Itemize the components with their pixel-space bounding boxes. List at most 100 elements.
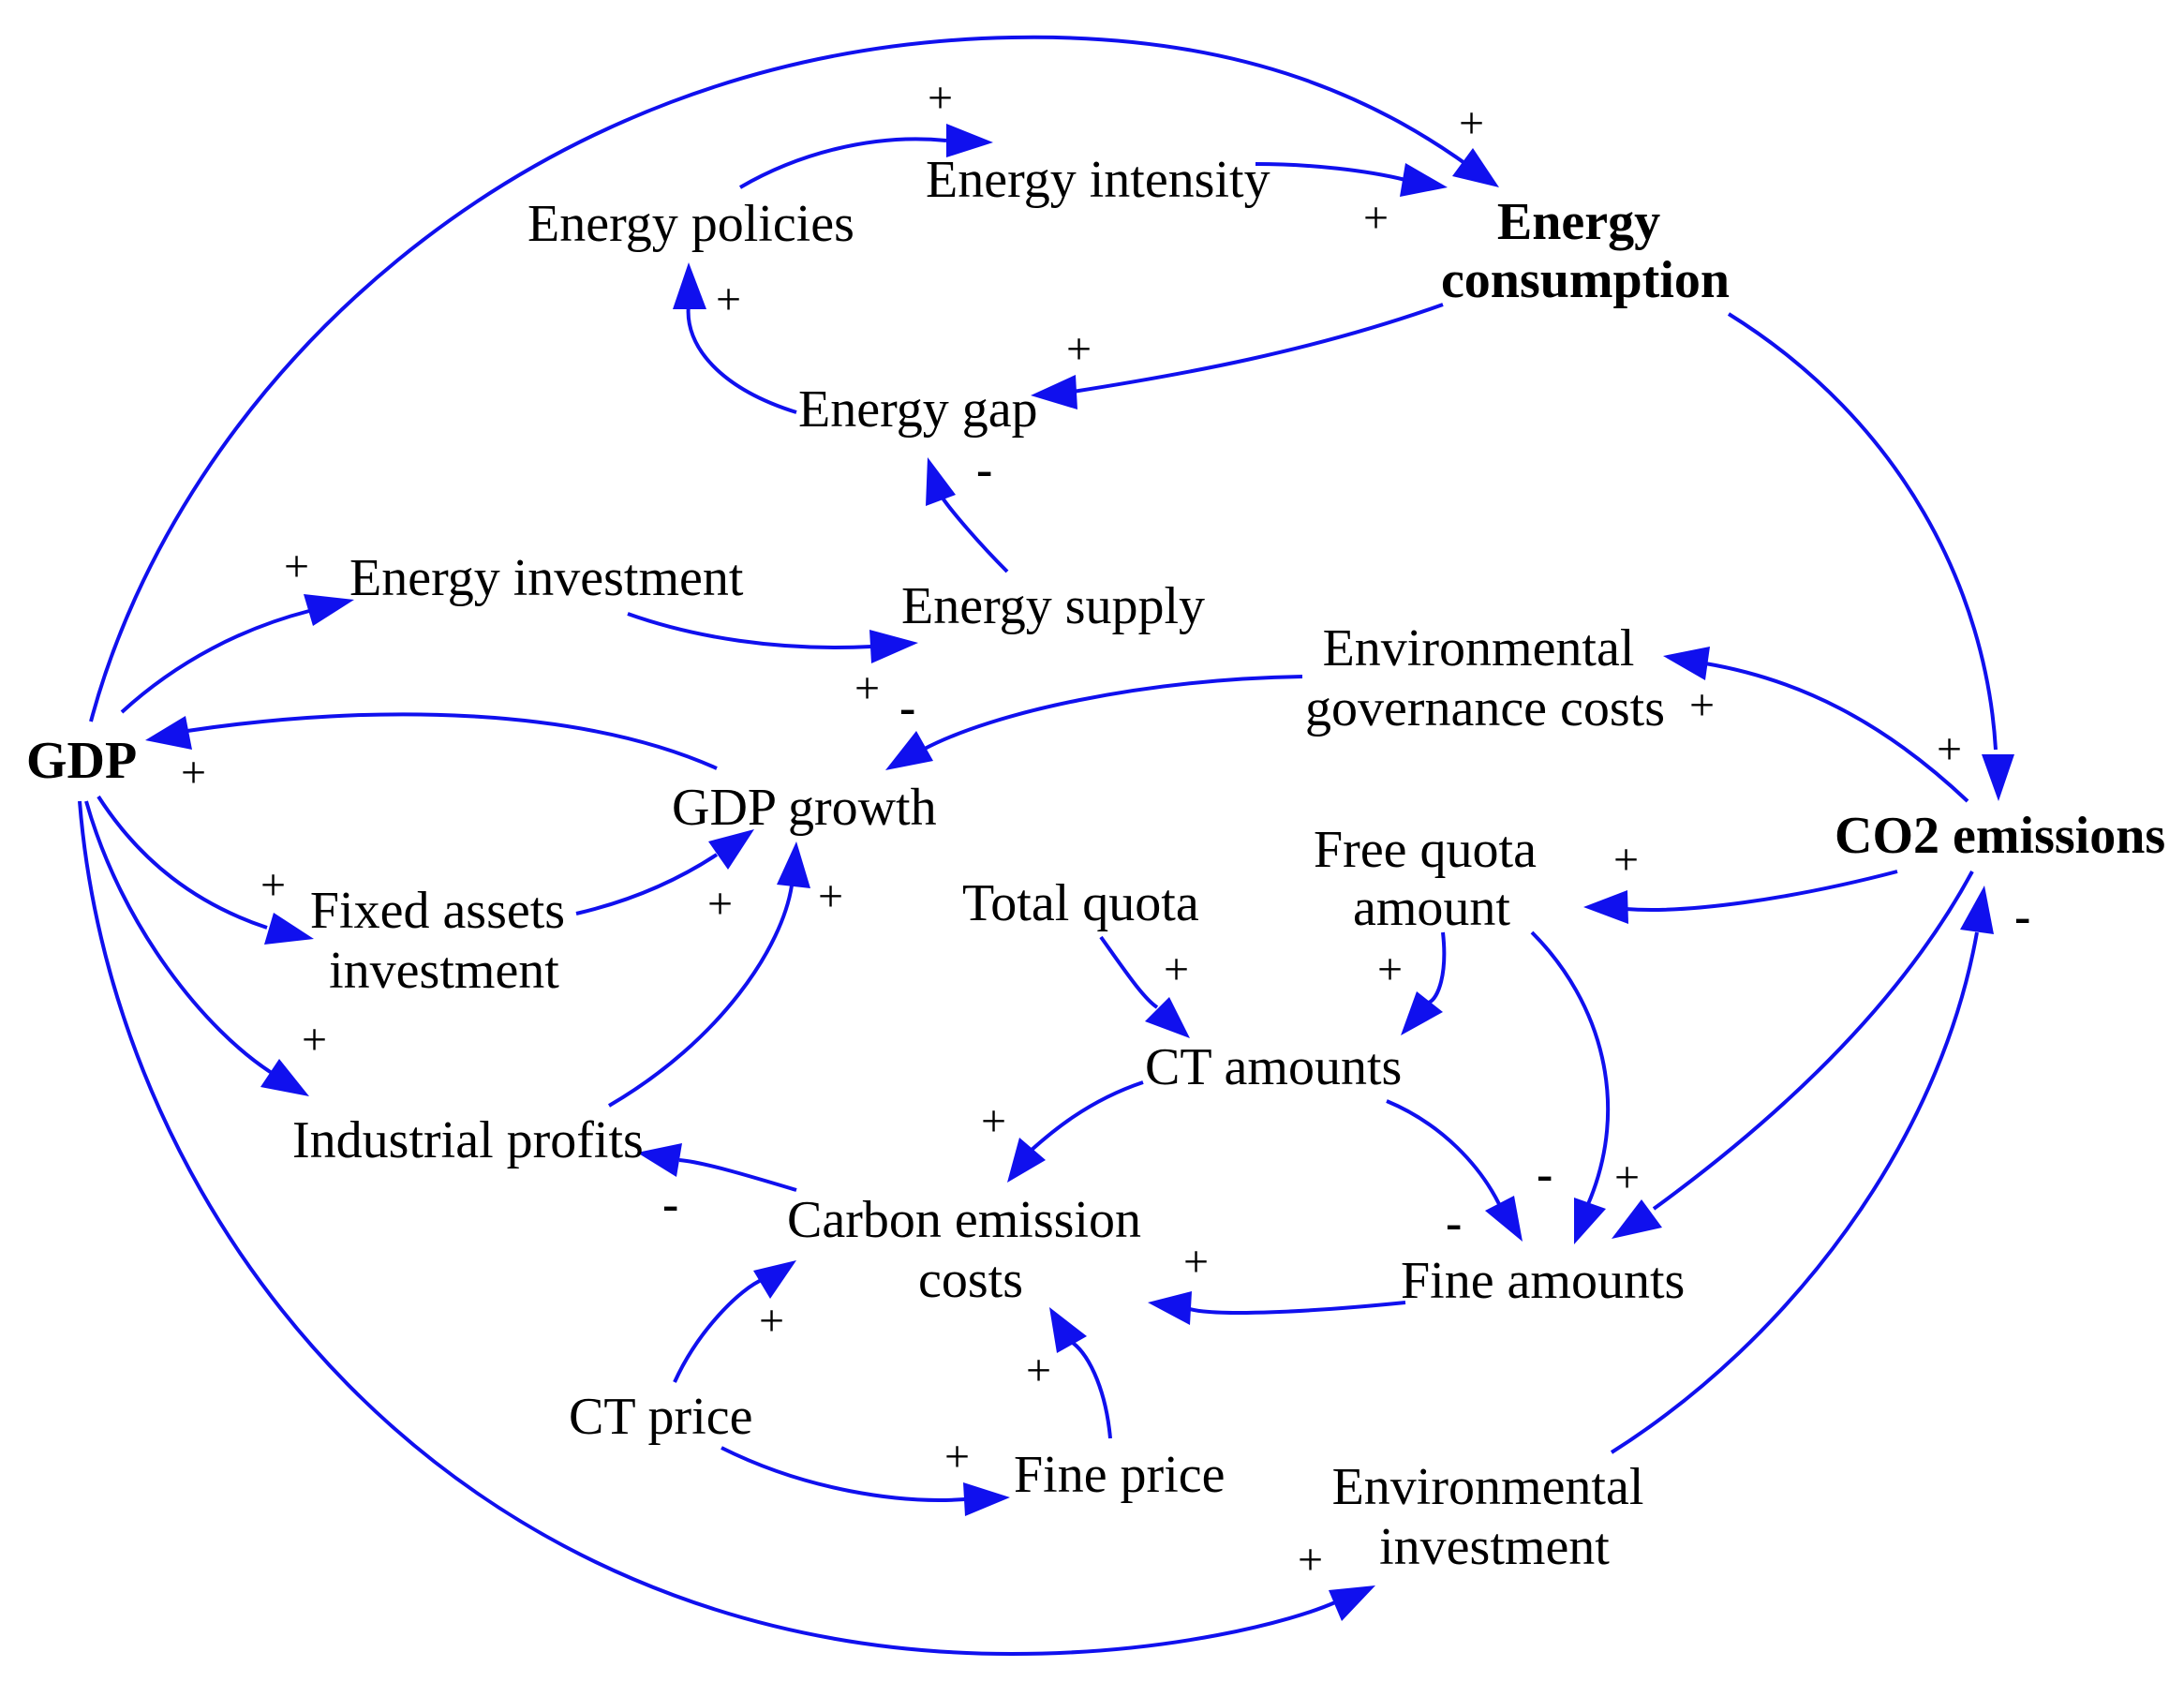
edge-gdp-env-investment [78, 800, 1336, 1657]
polarity-plus: + [1614, 1153, 1640, 1202]
node-environmental-investment: Environmental investment [1332, 1458, 1657, 1576]
node-ct-price: CT price [569, 1388, 752, 1446]
edge-gdp-fixed-assets [97, 795, 268, 930]
polarity-minus: - [662, 1178, 678, 1231]
arrowhead [1612, 1199, 1662, 1239]
polarity-minus: - [1446, 1197, 1462, 1250]
arrowhead [1663, 647, 1710, 680]
edge-gdp-energy-investment [120, 609, 310, 714]
polarity-plus: + [1937, 724, 1962, 774]
node-gdp: GDP [26, 732, 137, 790]
polarity-plus: + [1026, 1346, 1051, 1395]
polarity-plus: + [1363, 193, 1389, 243]
arrowhead [946, 124, 993, 157]
node-total-quota: Total quota [962, 874, 1199, 932]
arrowhead [673, 262, 706, 309]
node-gdp-growth: GDP growth [672, 779, 937, 837]
polarity-plus: + [260, 860, 286, 910]
arrowhead [1031, 375, 1077, 409]
polarity-minus: - [976, 443, 992, 497]
polarity-plus: + [707, 879, 733, 929]
edge-co2-fine-amounts [1652, 871, 1974, 1211]
polarity-minus: - [1537, 1148, 1553, 1201]
polarity-plus: + [181, 748, 206, 797]
edge-ct-price-carbon-costs [673, 1277, 765, 1383]
edge-energy-consumption-energy-gap [1072, 303, 1444, 394]
polarity-plus: + [302, 1015, 327, 1064]
arrowhead [637, 1143, 682, 1177]
arrowhead [1982, 754, 2014, 801]
edge-ct-price-fine-price [721, 1446, 966, 1502]
arrowhead [1148, 1291, 1192, 1325]
arrowhead [869, 630, 918, 663]
edge-fine-price-carbon-costs [1066, 1338, 1112, 1439]
node-environmental-governance-costs: Environmental governance costs [1305, 619, 1665, 737]
node-energy-consumption: Energy consumption [1441, 193, 1730, 309]
edge-env-governance-costs-gdp-growth [922, 675, 1303, 752]
node-carbon-emission-costs: Carbon emission costs [787, 1191, 1154, 1309]
edge-fine-amounts-carbon-costs [1189, 1301, 1406, 1315]
arrowhead [1583, 890, 1628, 924]
edge-gdp-growth-gdp [186, 712, 718, 770]
edge-energy-policies-energy-intensity [738, 137, 947, 189]
arrowhead [1485, 1196, 1523, 1242]
edge-gdp-industrial-profits [84, 800, 274, 1075]
arrowhead [777, 841, 810, 888]
arrowhead [1574, 1198, 1606, 1244]
polarity-minus: - [899, 681, 915, 735]
edge-energy-consumption-co2 [1727, 312, 1998, 751]
edge-co2-env-governance-costs [1704, 662, 1969, 803]
polarity-plus: + [716, 275, 741, 324]
arrowhead [926, 457, 956, 506]
nodes: GDP Energy consumption CO2 emissions Ene… [26, 151, 2165, 1576]
arrowhead [145, 716, 192, 750]
polarity-plus: + [818, 871, 843, 921]
node-energy-intensity: Energy intensity [926, 151, 1270, 209]
arrowhead [1452, 148, 1499, 187]
node-fine-price: Fine price [1014, 1446, 1225, 1504]
edge-energy-intensity-energy-consumption [1255, 162, 1406, 182]
arrowhead [1007, 1138, 1046, 1183]
edge-free-quota-fine-amounts [1530, 930, 1611, 1205]
polarity-plus: + [1183, 1237, 1209, 1287]
arrowhead [1049, 1307, 1087, 1353]
polarity-plus: + [1164, 945, 1189, 994]
node-energy-policies: Energy policies [527, 195, 854, 253]
edge-ct-amounts-carbon-costs [1029, 1080, 1144, 1153]
edge-ct-amounts-fine-amounts [1386, 1099, 1501, 1205]
edge-free-quota-ct-amounts [1427, 931, 1447, 1005]
edge-energy-supply-energy-gap [940, 495, 1009, 573]
node-energy-investment: Energy investment [349, 549, 744, 607]
arrowhead [708, 829, 754, 870]
polarity-plus: + [981, 1096, 1006, 1146]
polarity-plus: + [1689, 680, 1715, 730]
polarity-plus: + [1066, 324, 1092, 374]
node-co2-emissions: CO2 emissions [1835, 807, 2165, 865]
edge-total-quota-ct-amounts [1099, 935, 1159, 1009]
arrowhead [885, 731, 933, 770]
arrowhead [264, 913, 314, 945]
arrowhead [1960, 886, 1994, 934]
node-fine-amounts: Fine amounts [1401, 1252, 1685, 1310]
edge-env-investment-co2 [1610, 931, 1979, 1454]
node-ct-amounts: CT amounts [1145, 1038, 1402, 1096]
edge-gdp-energy-consumption [89, 35, 1487, 722]
polarity-plus: + [1377, 945, 1403, 994]
arrowhead [1145, 997, 1190, 1038]
polarity-minus: - [2014, 890, 2030, 944]
edges [78, 35, 2014, 1657]
polarity-signs: + + + + + + + + + + + + + + + + + + + + … [181, 73, 2030, 1585]
polarity-plus: + [1298, 1535, 1323, 1585]
polarity-plus: + [1613, 835, 1639, 885]
edge-co2-free-quota [1625, 870, 1898, 912]
arrowhead [1400, 163, 1448, 197]
arrowhead [1329, 1585, 1375, 1621]
node-industrial-profits: Industrial profits [292, 1111, 644, 1169]
edge-energy-investment-energy-supply [627, 612, 872, 649]
polarity-plus: + [759, 1296, 784, 1346]
node-energy-supply: Energy supply [901, 577, 1205, 635]
polarity-plus: + [928, 73, 953, 123]
node-energy-gap: Energy gap [798, 380, 1038, 439]
arrowhead [304, 594, 354, 626]
